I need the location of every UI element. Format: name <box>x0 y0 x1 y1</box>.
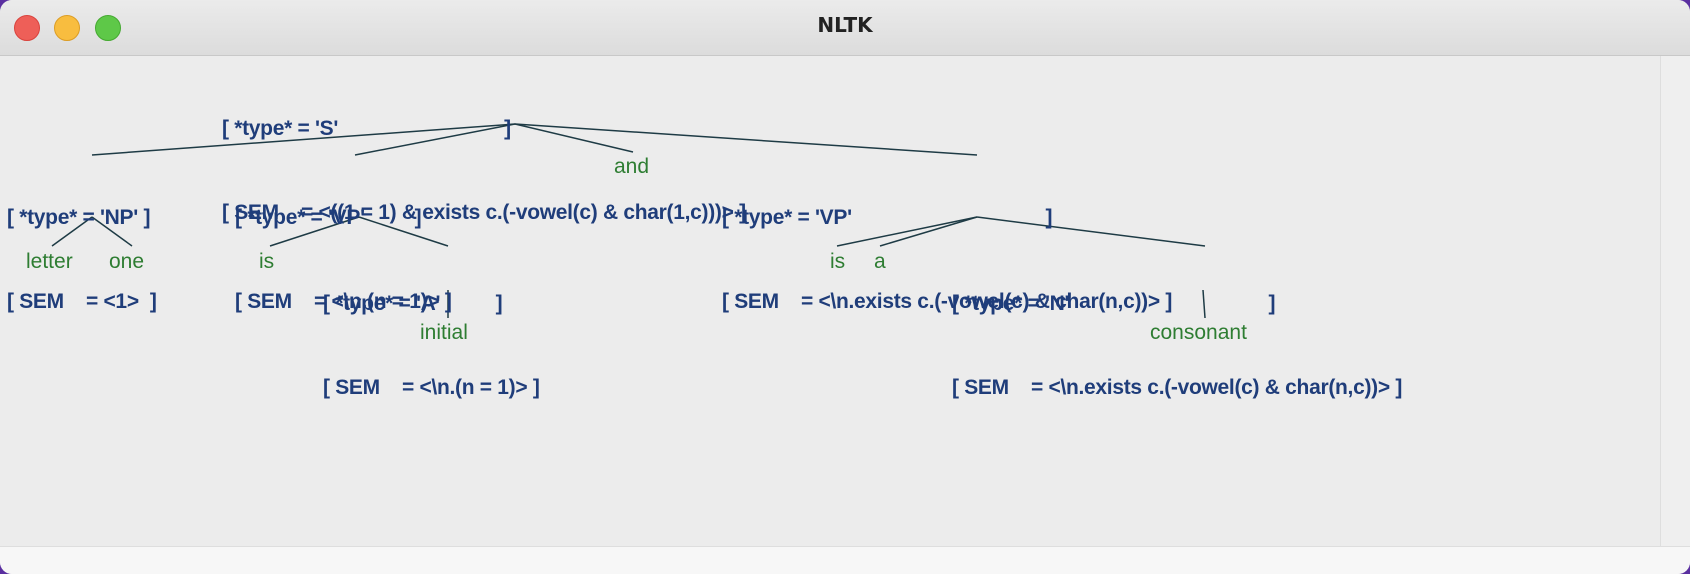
node-n-sem: [ SEM = <\n.exists c.(-vowel(c) & char(n… <box>952 376 1403 399</box>
branch-np-letter <box>51 216 93 247</box>
branch-n-consonant <box>1202 289 1206 319</box>
tree-canvas[interactable]: [ *type* = 'S' ] [ SEM = <((1 = 1) & exi… <box>0 56 1660 546</box>
branch-s-and <box>514 123 634 153</box>
node-np-type: [ *type* = 'NP' ] <box>7 206 151 229</box>
node-vp1-sem: [ SEM = <\n.(n = 1)> ] <box>235 290 452 313</box>
branch-vp2-n <box>976 216 1206 247</box>
title-bar[interactable]: NLTK <box>0 0 1690 56</box>
close-window-button[interactable] <box>14 15 40 41</box>
branch-vp2-is <box>836 216 978 247</box>
node-a-type: [ *type* = 'A' ] <box>323 292 503 315</box>
leaf-one[interactable]: one <box>109 250 145 273</box>
leaf-initial[interactable]: initial <box>420 321 468 344</box>
leaf-is[interactable]: is <box>259 250 275 273</box>
node-a[interactable]: [ *type* = 'A' ] [ SEM = <\n.(n = 1)> ] <box>323 234 540 458</box>
horizontal-scrollbar[interactable] <box>0 546 1690 574</box>
branch-np-one <box>91 216 133 247</box>
node-s-sem: [ SEM = <((1 = 1) & exists c.(-vowel(c) … <box>222 201 746 224</box>
branch-vp1-a <box>358 216 449 247</box>
node-a-sem: [ SEM = <\n.(n = 1)> ] <box>323 376 540 399</box>
leaf-consonant[interactable]: consonant <box>1150 321 1247 344</box>
node-vp2[interactable]: [ *type* = 'VP' ] [ SEM = <\n.exists c.(… <box>722 148 1172 372</box>
node-vp2-type: [ *type* = 'VP' ] <box>722 206 1053 229</box>
leaf-a[interactable]: a <box>874 250 886 273</box>
node-np[interactable]: [ *type* = 'NP' ] [ SEM = <1> ] <box>7 148 157 372</box>
branch-s-vp2 <box>514 123 978 156</box>
node-vp2-sem: [ SEM = <\n.exists c.(-vowel(c) & char(n… <box>722 290 1173 313</box>
node-n-type: [ *type* = 'N' ] <box>952 292 1276 315</box>
node-vp1-type: [ *type* = 'VP' ] <box>235 206 422 229</box>
zoom-window-button[interactable] <box>95 15 121 41</box>
branch-vp1-is <box>269 216 360 247</box>
branch-vp2-a <box>879 216 978 247</box>
node-s[interactable]: [ *type* = 'S' ] [ SEM = <((1 = 1) & exi… <box>222 59 746 283</box>
vertical-scrollbar[interactable] <box>1660 56 1690 546</box>
tree-branches <box>51 123 1206 319</box>
branch-s-vp1 <box>354 123 516 156</box>
leaf-is-2[interactable]: is <box>830 250 846 273</box>
node-np-sem: [ SEM = <1> ] <box>7 290 157 313</box>
minimize-window-button[interactable] <box>54 15 80 41</box>
window-title: NLTK <box>817 13 873 37</box>
node-vp1[interactable]: [ *type* = 'VP' ] [ SEM = <\n.(n = 1)> ] <box>235 148 452 372</box>
leaf-and[interactable]: and <box>614 155 650 178</box>
node-n[interactable]: [ *type* = 'N' ] [ SEM = <\n.exists c.(-… <box>952 234 1402 458</box>
leaf-letter[interactable]: letter <box>26 250 73 273</box>
branch-s-np <box>91 123 516 156</box>
node-s-type: [ *type* = 'S' ] <box>222 117 511 140</box>
